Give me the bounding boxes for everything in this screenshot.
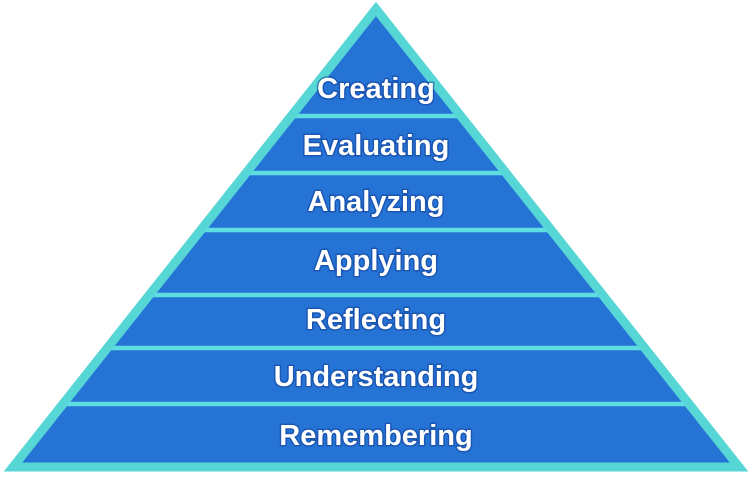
level-applying-label: Applying: [314, 245, 438, 277]
level-reflecting-label: Reflecting: [306, 304, 446, 336]
level-evaluating-label: Evaluating: [303, 130, 450, 162]
level-understanding-label: Understanding: [274, 361, 479, 393]
level-analyzing-label: Analyzing: [308, 186, 445, 218]
level-remembering-label: Remembering: [279, 420, 472, 452]
pyramid-shape: [13, 9, 739, 467]
level-creating-label: Creating: [317, 73, 435, 105]
pyramid-border: [3, 1, 749, 472]
